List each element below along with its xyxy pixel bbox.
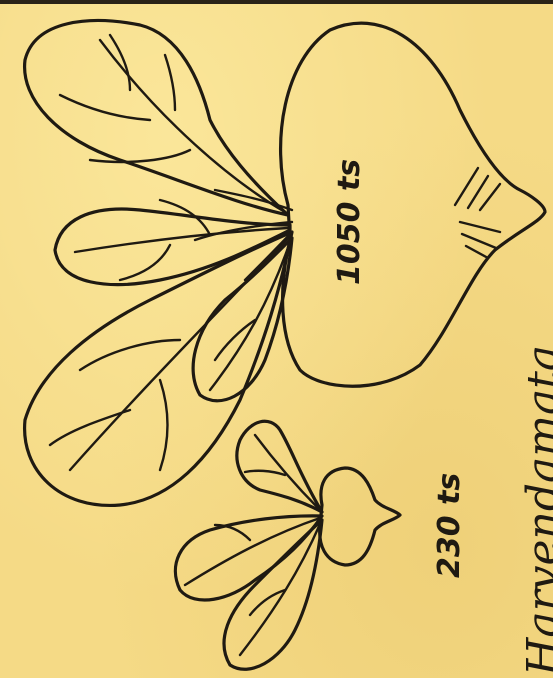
small-beet-root: [320, 468, 400, 565]
large-beet-weight-label: 1050 ts: [332, 159, 367, 285]
large-beet-leaves: [25, 21, 292, 506]
large-beet-root: [281, 23, 545, 386]
small-beet-weight-label: 230 ts: [432, 473, 467, 578]
caption-text: Harvendamata: [518, 345, 553, 676]
small-beet-leaves: [175, 421, 322, 669]
